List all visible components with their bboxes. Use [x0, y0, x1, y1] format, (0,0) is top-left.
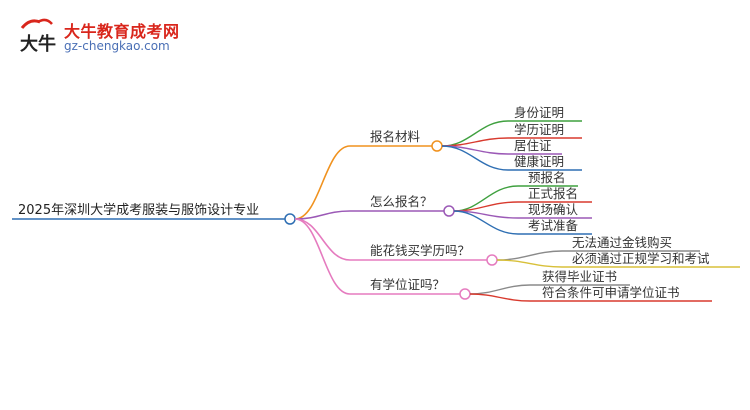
b1-leaf-1[interactable]: 身份证明 [514, 105, 564, 120]
branch-3-label[interactable]: 能花钱买学历吗？ [370, 243, 470, 258]
edge-root-branch-4 [294, 218, 460, 295]
branch-2-node[interactable] [443, 205, 455, 217]
logo-url: gz-chengkao.com [64, 39, 170, 53]
b3-leaf-2[interactable]: 必须通过正规学习和考试 [572, 251, 710, 266]
branch-1-node[interactable] [431, 140, 443, 152]
b3-leaf-1[interactable]: 无法通过金钱购买 [572, 235, 672, 250]
edge-root-branch-2 [294, 210, 444, 220]
root-topic[interactable]: 2025年深圳大学成考服装与服饰设计专业 [18, 202, 259, 218]
b2-leaf-1[interactable]: 预报名 [528, 170, 566, 185]
b2-leaf-2[interactable]: 正式报名 [528, 186, 578, 201]
b2-leaf-4[interactable]: 考试准备 [528, 218, 579, 233]
site-logo[interactable]: 大牛 大牛教育成考网 gz-chengkao.com [16, 14, 186, 58]
branch-1-label[interactable]: 报名材料 [370, 129, 421, 144]
b2-leaf-3[interactable]: 现场确认 [528, 202, 579, 217]
edge-b3-leaf-2 [496, 259, 740, 268]
b4-leaf-1[interactable]: 获得毕业证书 [542, 269, 617, 284]
branch-4-label[interactable]: 有学位证吗？ [370, 277, 445, 292]
branch-4-node[interactable] [459, 288, 471, 300]
b4-leaf-2[interactable]: 符合条件可申请学位证书 [542, 285, 680, 300]
edge-b1-leaf-4 [441, 145, 582, 171]
b1-leaf-2[interactable]: 学历证明 [514, 122, 564, 137]
branch-2-label[interactable]: 怎么报名？ [370, 194, 433, 209]
edge-b4-leaf-2 [469, 293, 712, 302]
edge-b2-leaf-4 [453, 210, 592, 235]
logo-mark-text: 大牛 [20, 33, 56, 55]
edge-root-branch-3 [294, 218, 487, 261]
b1-leaf-3[interactable]: 居住证 [514, 138, 552, 153]
edge-root-branch-1 [294, 145, 432, 220]
bull-logo-icon: 大牛 [20, 18, 56, 55]
b1-leaf-4[interactable]: 健康证明 [514, 154, 564, 169]
logo-title: 大牛教育成考网 [64, 22, 180, 41]
branch-3-node[interactable] [486, 254, 498, 266]
root-node[interactable] [284, 213, 296, 225]
edge-b1-leaf-2 [441, 137, 582, 147]
